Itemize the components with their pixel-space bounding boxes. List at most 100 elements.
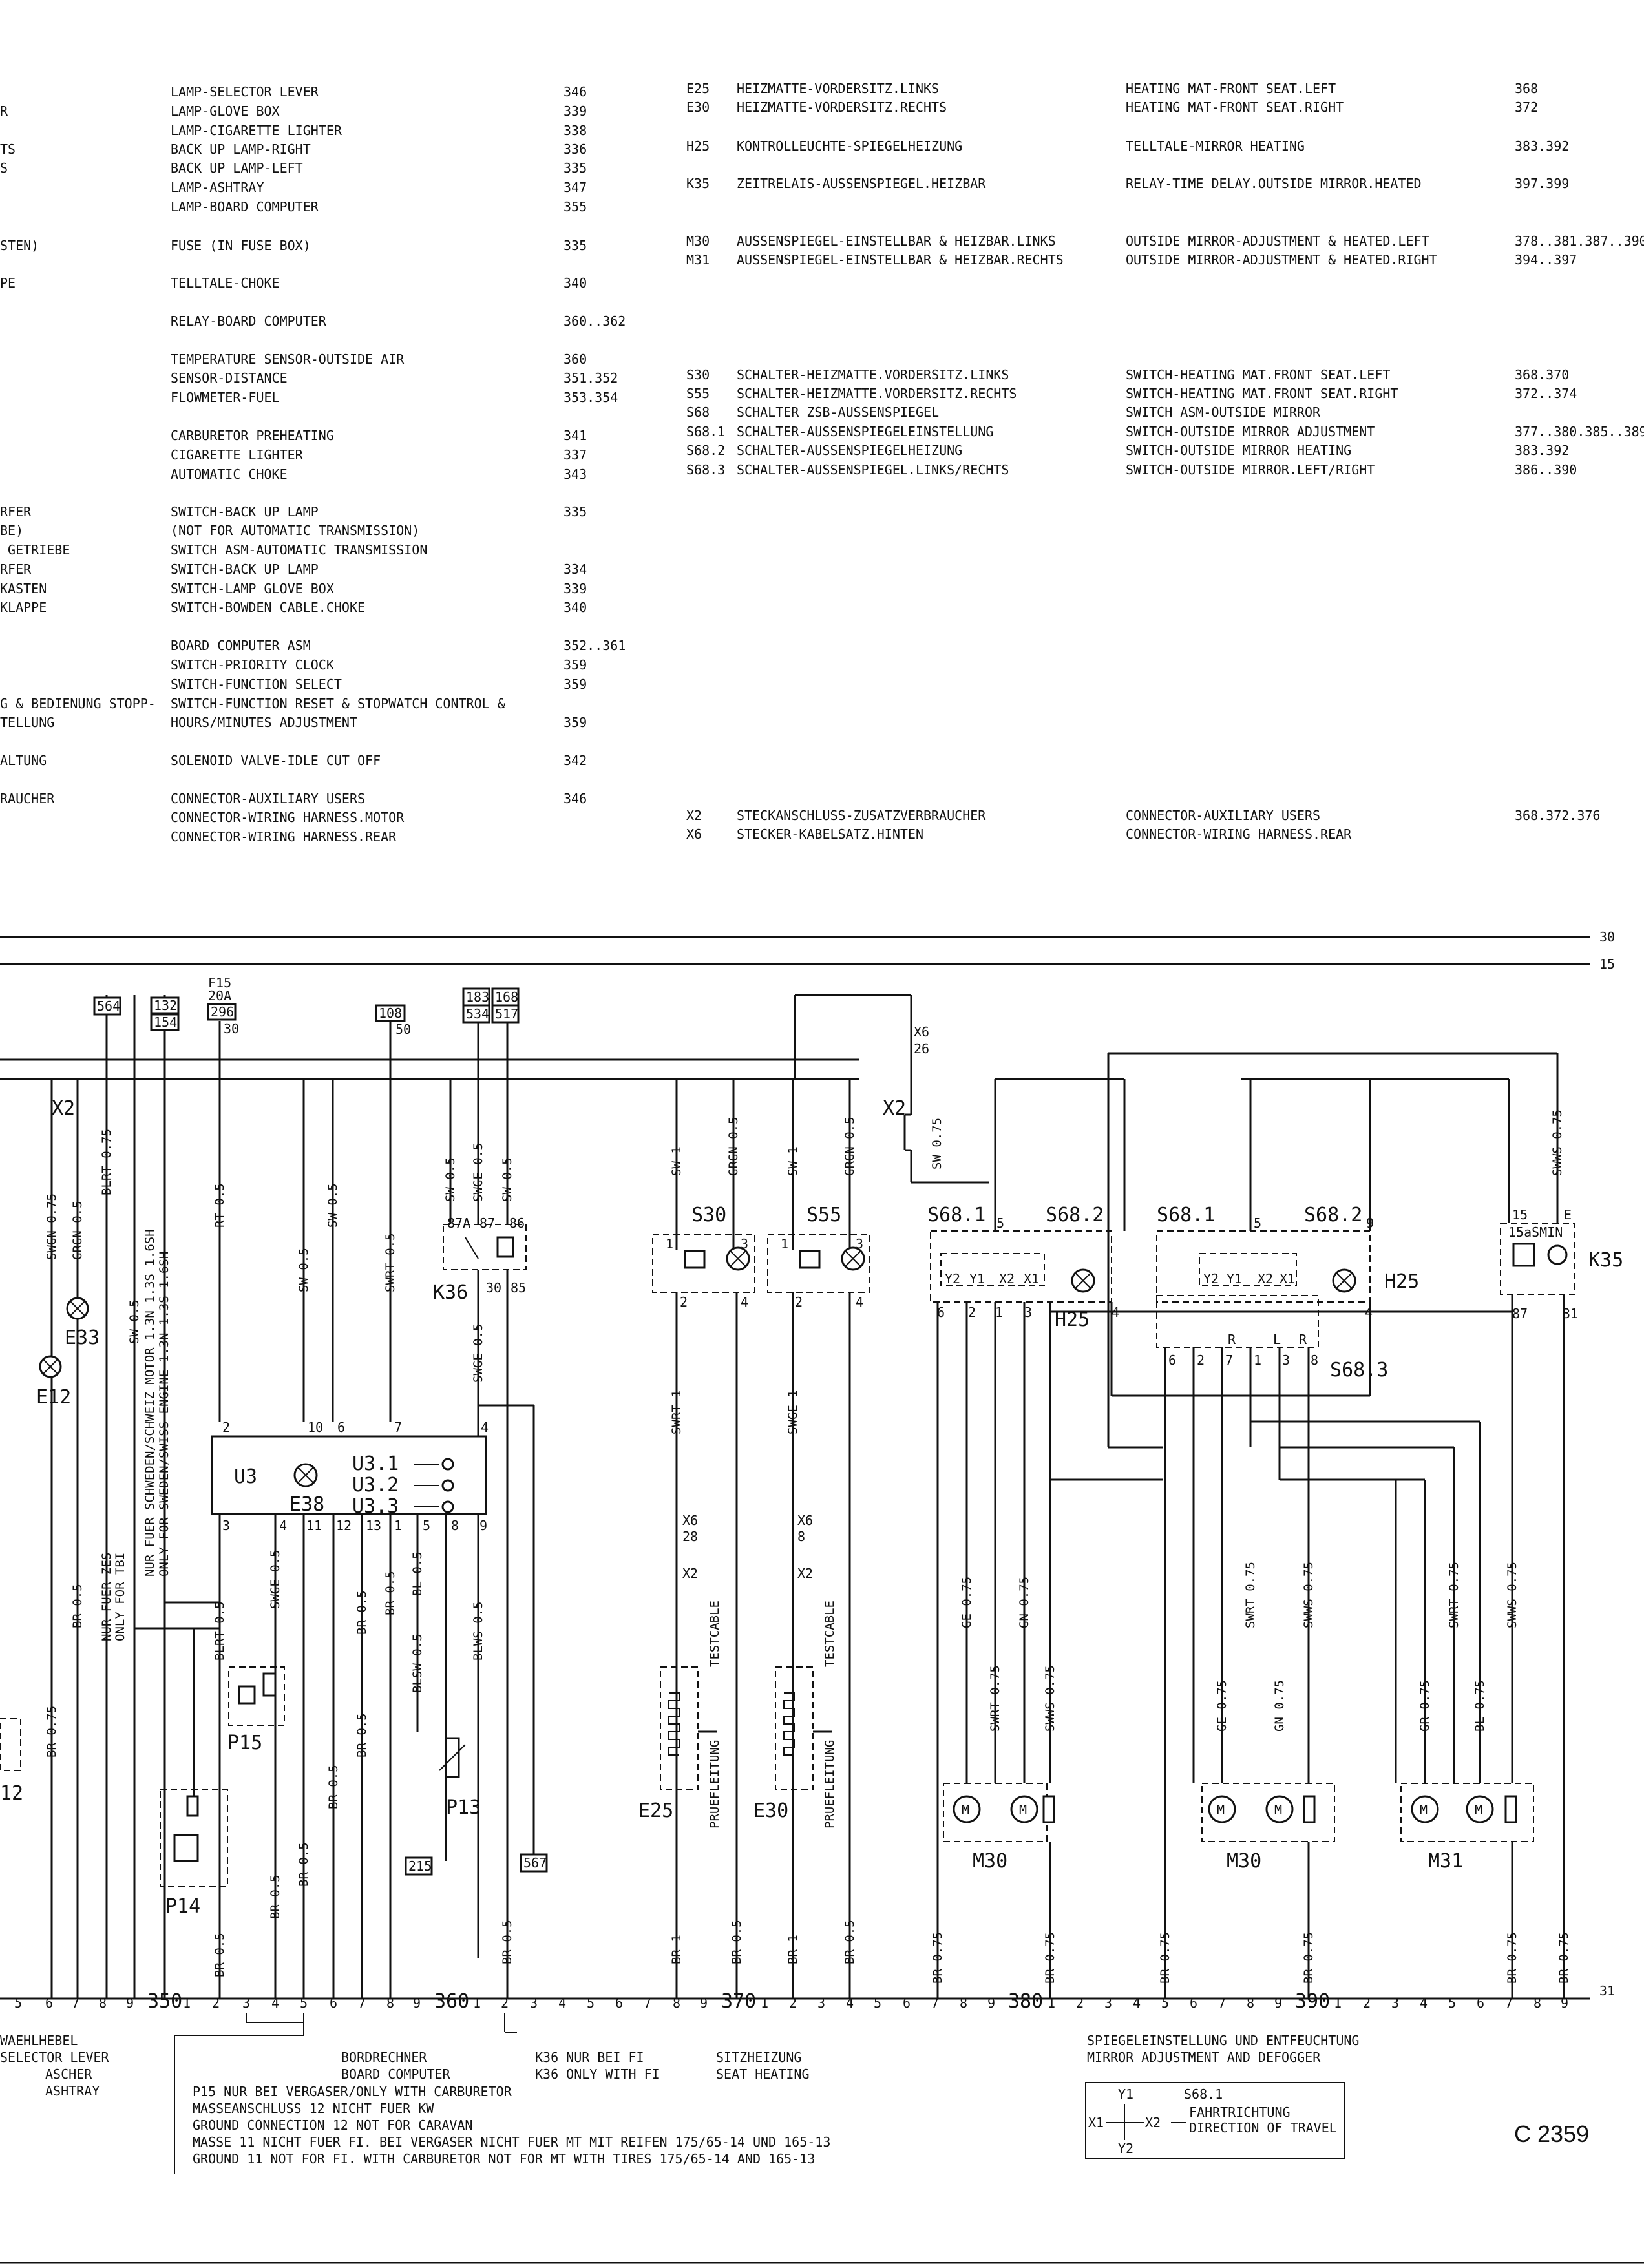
legend-right-code: S68.2 bbox=[686, 443, 726, 458]
svg-text:1: 1 bbox=[781, 1236, 788, 1252]
ground-number: 8 bbox=[1533, 1995, 1541, 2011]
wire-label: SWGE 0.5 bbox=[471, 1323, 485, 1383]
legend-left-page: 353.354 bbox=[564, 390, 618, 405]
svg-text:X2: X2 bbox=[999, 1271, 1015, 1286]
wire-label: SWWS 0.75 bbox=[1043, 1665, 1057, 1732]
svg-text:3: 3 bbox=[1024, 1305, 1032, 1320]
svg-text:567: 567 bbox=[523, 1855, 547, 1871]
legend-right-de: SCHALTER-HEIZMATTE.VORDERSITZ.RECHTS bbox=[737, 386, 1017, 401]
legend-left-de: KLAPPE bbox=[0, 600, 47, 615]
wire-label: NUR FUER ZES bbox=[100, 1553, 114, 1641]
svg-text:26: 26 bbox=[914, 1041, 929, 1056]
wire-label: GN 0.75 bbox=[1272, 1680, 1287, 1732]
reset-icon bbox=[441, 1500, 454, 1513]
connector-x2-left: X2 bbox=[52, 1097, 75, 1120]
legend-left-en: LAMP-SELECTOR LEVER bbox=[171, 84, 319, 100]
legend-left-page: 359 bbox=[564, 657, 587, 673]
wire-label: SW 1 bbox=[669, 1146, 684, 1176]
wire-label: BR 0.5 bbox=[730, 1920, 744, 1964]
wire-label: SWRT 0.75 bbox=[1243, 1562, 1258, 1628]
wire-label: BR 0.75 bbox=[931, 1932, 945, 1984]
wire-label: BR 0.5 bbox=[70, 1584, 85, 1628]
label-u3-2: U3.2 bbox=[352, 1474, 399, 1496]
svg-text:132: 132 bbox=[154, 998, 177, 1013]
legend-right-code: K35 bbox=[686, 176, 710, 191]
wire-label: TESTCABLE bbox=[823, 1601, 837, 1667]
wire-label: GRGN 0.5 bbox=[726, 1117, 741, 1176]
ground-number: 9 bbox=[1561, 1995, 1568, 2011]
svg-text:7: 7 bbox=[394, 1420, 402, 1435]
svg-text:12: 12 bbox=[336, 1518, 352, 1533]
motor-icon bbox=[1466, 1795, 1494, 1823]
svg-text:1: 1 bbox=[394, 1518, 402, 1533]
svg-text:215: 215 bbox=[408, 1858, 432, 1874]
svg-text:3: 3 bbox=[741, 1236, 748, 1252]
legend-right-code: S68.3 bbox=[686, 462, 726, 478]
svg-text:28: 28 bbox=[682, 1529, 698, 1544]
legend-right-page: 386..390 bbox=[1515, 462, 1577, 478]
mirror-heater-icon bbox=[1303, 1795, 1316, 1823]
note-sitzheizung: SITZHEIZUNG bbox=[716, 2050, 801, 2065]
legend-right-en: SWITCH-OUTSIDE MIRROR HEATING bbox=[1126, 443, 1352, 458]
wire-label: BL 0.5 bbox=[410, 1551, 425, 1596]
wire-label: GRGN 0.5 bbox=[70, 1201, 85, 1260]
legend-right-en: HEATING MAT-FRONT SEAT.RIGHT bbox=[1126, 100, 1344, 115]
note-seat-heating: SEAT HEATING bbox=[716, 2066, 810, 2082]
label-s30: S30 bbox=[691, 1204, 726, 1226]
wire-label: BLSW 0.5 bbox=[410, 1633, 425, 1693]
legend-left-page: 339 bbox=[564, 581, 587, 596]
ground-number: 6 bbox=[1190, 1995, 1197, 2011]
svg-text:11: 11 bbox=[306, 1518, 322, 1533]
seat-heater-e30 bbox=[775, 1666, 814, 1790]
k35-coil-icon bbox=[1512, 1243, 1535, 1267]
ground-number: 4 bbox=[271, 1995, 279, 2011]
label-s68-2-a: S68.2 bbox=[1046, 1204, 1104, 1226]
note-k36-en: K36 ONLY WITH FI bbox=[535, 2066, 660, 2082]
svg-text:8: 8 bbox=[1311, 1352, 1318, 1368]
legend-left-en: RELAY-BOARD COMPUTER bbox=[171, 313, 326, 329]
legend-right-de: ZEITRELAIS-AUSSENSPIEGEL.HEIZBAR bbox=[737, 176, 986, 191]
ground-number: 6 bbox=[615, 1995, 623, 2011]
legend-left-page: 334 bbox=[564, 562, 587, 577]
legend-left-en: FLOWMETER-FUEL bbox=[171, 390, 280, 405]
svg-text:15aSMIN: 15aSMIN bbox=[1508, 1224, 1563, 1240]
svg-text:X1: X1 bbox=[1088, 2115, 1104, 2130]
wire-label: SW 0.5 bbox=[297, 1248, 311, 1292]
ground-number: 9 bbox=[126, 1995, 134, 2011]
wire-label: SWRT 0.5 bbox=[383, 1233, 397, 1292]
wire-label: GE 0.75 bbox=[960, 1577, 974, 1628]
note-bordrechner: BORDRECHNER bbox=[341, 2050, 427, 2065]
wire-label: BR 0.5 bbox=[213, 1933, 227, 1977]
ground-number: 3 bbox=[1104, 1995, 1112, 2011]
ground-number: 2 bbox=[789, 1995, 797, 2011]
svg-text:183: 183 bbox=[466, 989, 489, 1005]
legend-right-en: RELAY-TIME DELAY.OUTSIDE MIRROR.HEATED bbox=[1126, 176, 1422, 191]
legend-left-page: 360..362 bbox=[564, 313, 626, 329]
wire-label: SWRT 0.75 bbox=[1447, 1562, 1461, 1628]
svg-text:M: M bbox=[1019, 1802, 1027, 1818]
svg-text:108: 108 bbox=[379, 1005, 402, 1021]
ground-number: 3 bbox=[817, 1995, 825, 2011]
mirror-m30-left bbox=[943, 1783, 1048, 1842]
legend-right-page: 372 bbox=[1515, 100, 1539, 115]
svg-text:L: L bbox=[1273, 1332, 1281, 1347]
svg-text:50: 50 bbox=[395, 1022, 411, 1037]
svg-text:S68.1: S68.1 bbox=[1184, 2086, 1223, 2102]
ground-number: 7 bbox=[358, 1995, 366, 2011]
ground-number: 5 bbox=[300, 1995, 308, 2011]
svg-text:20A: 20A bbox=[208, 988, 231, 1003]
legend-right-page: 368.372.376 bbox=[1515, 808, 1601, 823]
note-spiegel: SPIEGELEINSTELLUNG UND ENTFEUCHTUNG bbox=[1087, 2033, 1359, 2048]
label-e33: E33 bbox=[65, 1327, 100, 1349]
legend-left-page: 359 bbox=[564, 677, 587, 692]
wire-label: SWWS 0.75 bbox=[1302, 1562, 1316, 1628]
legend-right-page: 368.370 bbox=[1515, 367, 1570, 383]
label-s68-3: S68.3 bbox=[1330, 1359, 1388, 1381]
svg-text:3: 3 bbox=[1282, 1352, 1290, 1368]
svg-text:7: 7 bbox=[1225, 1352, 1233, 1368]
legend-right-en: SWITCH-HEATING MAT.FRONT SEAT.RIGHT bbox=[1126, 386, 1398, 401]
svg-text:R: R bbox=[1299, 1332, 1307, 1347]
legend-right-code: H25 bbox=[686, 138, 710, 154]
ref-box-154 bbox=[150, 1013, 180, 1031]
motor-icon bbox=[1411, 1795, 1439, 1823]
